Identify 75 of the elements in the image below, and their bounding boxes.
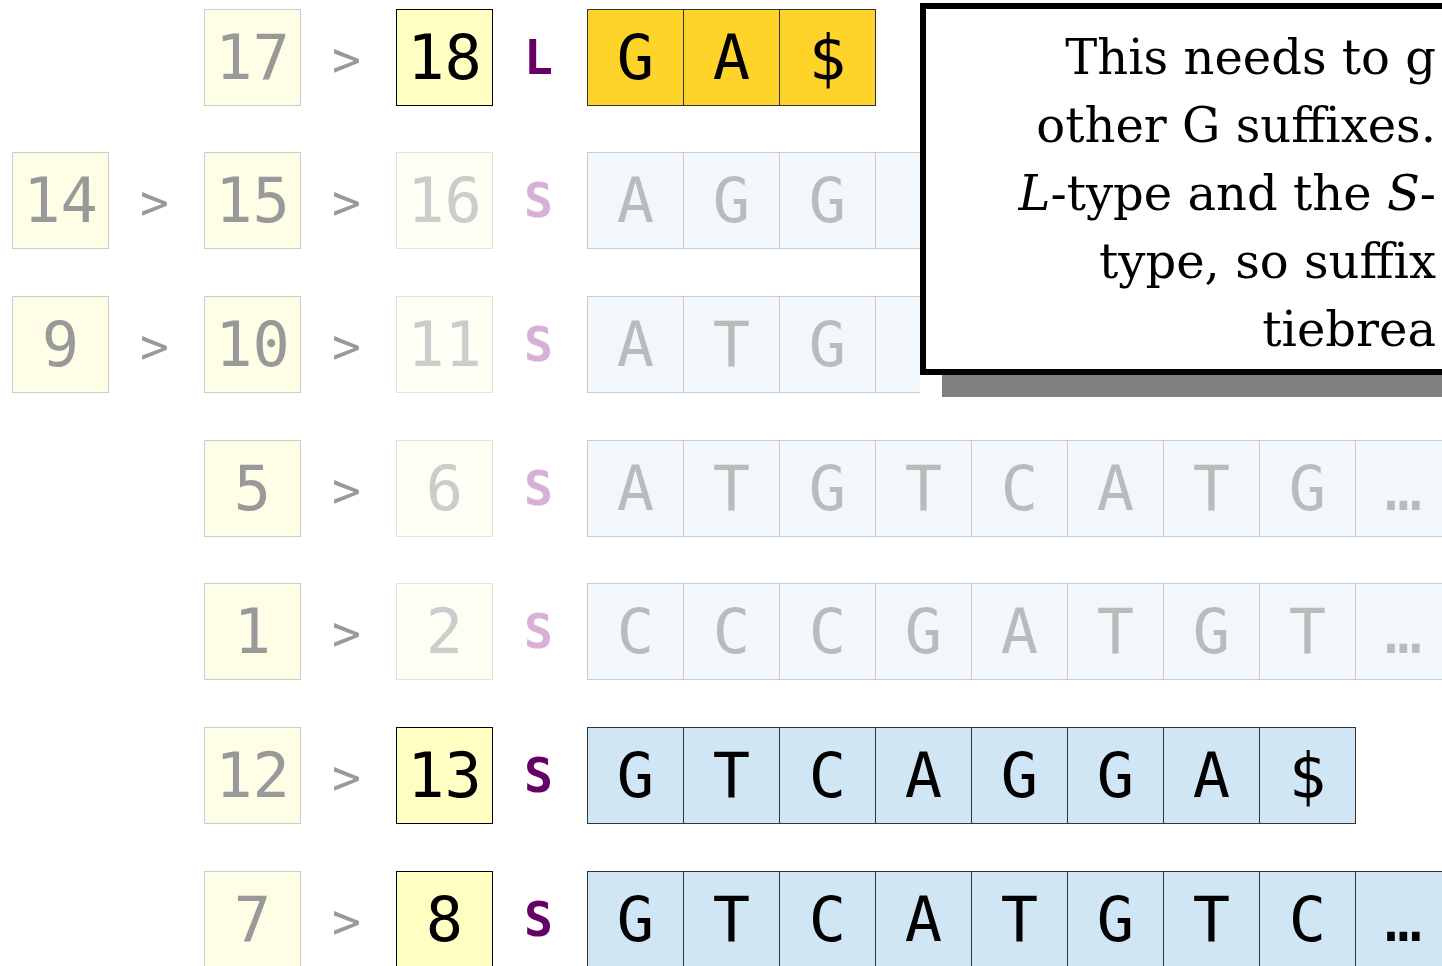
type-label: S bbox=[524, 607, 553, 655]
sequence-cell: T bbox=[683, 440, 780, 537]
sequence-cell: T bbox=[683, 871, 780, 966]
sequence-cell: C bbox=[971, 440, 1068, 537]
index-box: 18 bbox=[396, 9, 493, 106]
sequence-cell: A bbox=[587, 440, 684, 537]
sequence-cell: C bbox=[779, 871, 876, 966]
sequence-cell: T bbox=[1259, 583, 1356, 680]
sequence-cell: A bbox=[1163, 727, 1260, 824]
sequence-cell: G bbox=[587, 9, 684, 106]
sequence-cell: A bbox=[1067, 440, 1164, 537]
greater-than-sign: > bbox=[140, 322, 169, 370]
sequence-cell: A bbox=[587, 296, 684, 393]
type-label: S bbox=[524, 320, 553, 368]
index-box: 12 bbox=[204, 727, 301, 824]
sequence-cell bbox=[875, 152, 920, 249]
sequence-cell: C bbox=[683, 583, 780, 680]
sequence-cell: … bbox=[1355, 871, 1442, 966]
index-box: 14 bbox=[12, 152, 109, 249]
sequence-cell: … bbox=[1355, 440, 1442, 537]
sequence-cell: A bbox=[587, 152, 684, 249]
sequence-cell: T bbox=[1067, 583, 1164, 680]
sequence-cell: G bbox=[1067, 727, 1164, 824]
index-box: 17 bbox=[204, 9, 301, 106]
sequence-cell: G bbox=[971, 727, 1068, 824]
sequence-cell: C bbox=[779, 583, 876, 680]
type-label: S bbox=[524, 751, 553, 799]
type-label: S bbox=[524, 895, 553, 943]
index-box: 7 bbox=[204, 871, 301, 966]
sequence-cell: $ bbox=[779, 9, 876, 106]
sequence-cell: C bbox=[587, 583, 684, 680]
sequence-cell: $ bbox=[1259, 727, 1356, 824]
sequence-cell: T bbox=[875, 440, 972, 537]
sequence-cell bbox=[875, 296, 920, 393]
sequence-cell: A bbox=[683, 9, 780, 106]
type-label: S bbox=[524, 464, 553, 512]
type-label: S bbox=[524, 176, 553, 224]
sequence-cell: T bbox=[1163, 440, 1260, 537]
greater-than-sign: > bbox=[332, 753, 361, 801]
sequence-cell: G bbox=[875, 583, 972, 680]
sequence-cell: G bbox=[1067, 871, 1164, 966]
sequence-cell: A bbox=[875, 727, 972, 824]
sequence-cell: T bbox=[971, 871, 1068, 966]
greater-than-sign: > bbox=[140, 178, 169, 226]
sequence-cell: G bbox=[779, 296, 876, 393]
sequence-cell: A bbox=[875, 871, 972, 966]
sequence-cell: T bbox=[683, 296, 780, 393]
greater-than-sign: > bbox=[332, 35, 361, 83]
type-label: L bbox=[524, 33, 553, 81]
sequence-cell: G bbox=[779, 440, 876, 537]
sequence-cell: G bbox=[1163, 583, 1260, 680]
greater-than-sign: > bbox=[332, 178, 361, 226]
sequence-cell: T bbox=[1163, 871, 1260, 966]
index-box: 5 bbox=[204, 440, 301, 537]
index-box: 8 bbox=[396, 871, 493, 966]
index-box: 1 bbox=[204, 583, 301, 680]
sequence-cell: G bbox=[587, 871, 684, 966]
greater-than-sign: > bbox=[332, 322, 361, 370]
greater-than-sign: > bbox=[332, 466, 361, 514]
sequence-cell: G bbox=[587, 727, 684, 824]
sequence-cell: G bbox=[1259, 440, 1356, 537]
index-box: 15 bbox=[204, 152, 301, 249]
greater-than-sign: > bbox=[332, 897, 361, 945]
sequence-cell: A bbox=[971, 583, 1068, 680]
index-box: 13 bbox=[396, 727, 493, 824]
greater-than-sign: > bbox=[332, 609, 361, 657]
sequence-cell: C bbox=[779, 727, 876, 824]
sequence-cell: C bbox=[1259, 871, 1356, 966]
sequence-cell: G bbox=[683, 152, 780, 249]
sequence-cell: G bbox=[779, 152, 876, 249]
sequence-cell: T bbox=[683, 727, 780, 824]
sequence-cell: … bbox=[1355, 583, 1442, 680]
index-box: 10 bbox=[204, 296, 301, 393]
callout-text: This needs to g other G suffixes. L-type and the S-type, so suffix tiebrea bbox=[1017, 28, 1436, 359]
index-box: 9 bbox=[12, 296, 109, 393]
